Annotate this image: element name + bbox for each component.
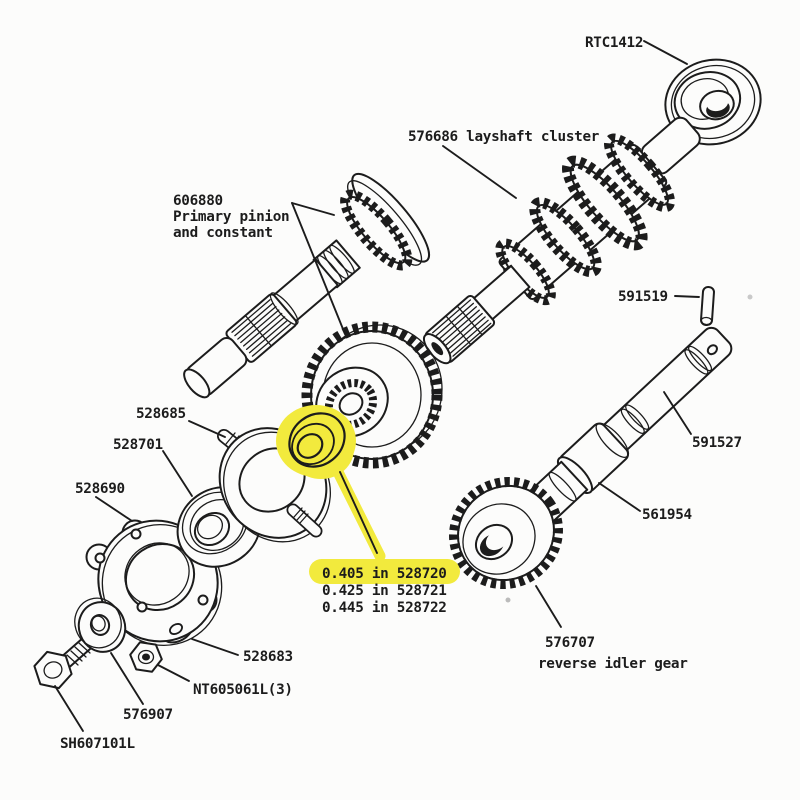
label-591519: 591519	[618, 289, 668, 305]
label-528690: 528690	[75, 481, 125, 497]
label-528683: 528683	[243, 649, 293, 665]
label-576707: 576707	[545, 635, 595, 651]
label-528685: 528685	[136, 406, 186, 422]
label-nt605061l: NT605061L(3)	[193, 682, 293, 698]
pin-591519-drawing	[700, 286, 715, 327]
label-size-0445: 0.445 in 528722	[322, 600, 447, 616]
label-528701: 528701	[113, 437, 163, 453]
label-primary-pinion: Primary pinion	[173, 209, 289, 225]
thrust-washer-528720-drawing	[288, 412, 378, 554]
label-561954: 561954	[642, 507, 692, 523]
reverse-idler-gear-drawing	[449, 476, 563, 590]
label-reverse-idler-gear: reverse idler gear	[538, 656, 688, 672]
washer-576907-drawing	[74, 597, 127, 653]
label-591527: 591527	[692, 435, 742, 451]
layshaft-cluster-drawing	[422, 116, 701, 365]
label-rtc1412: RTC1412	[585, 35, 643, 51]
scan-speckles	[505, 294, 753, 603]
leader-lines	[54, 40, 700, 732]
label-sh607101l: SH607101L	[60, 736, 135, 752]
bolt-sh607101l-drawing	[33, 628, 103, 690]
label-layshaft-cluster: 576686 layshaft cluster	[408, 129, 600, 145]
label-and-constant: and constant	[173, 225, 273, 241]
bracket-528683-hole	[169, 623, 183, 635]
label-size-0405-highlighted: 0.405 in 528720	[322, 566, 447, 582]
nut-nt605061l-drawing	[129, 641, 163, 673]
label-size-0425: 0.425 in 528721	[322, 583, 447, 599]
label-576907: 576907	[123, 707, 173, 723]
label-606880: 606880	[173, 193, 223, 209]
